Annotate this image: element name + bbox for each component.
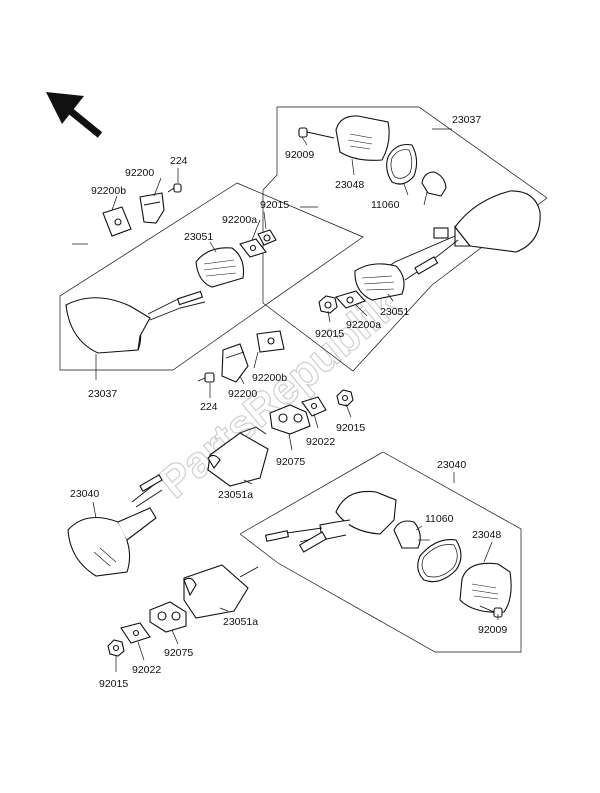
leader-lines [92,128,499,672]
bulb-11060-low [393,520,430,549]
plate-92200a-left [239,238,267,258]
label-92009-top: 92009 [285,149,314,161]
label-23040-right: 23040 [437,459,466,471]
label-92200-top: 92200 [125,167,154,179]
lens-23048-top [335,115,390,161]
bracket-92200-top [139,192,165,224]
label-92022-low: 92022 [132,664,161,676]
nut-92015-mid [336,389,354,407]
socket-23051a-mid [207,426,269,487]
arrow-up-left-icon [46,92,103,138]
plate-92200b-mid [256,330,285,353]
plate-92022-low [120,622,151,644]
nut-92015-top [318,295,338,314]
socket-23051-left [195,247,245,288]
label-92200b-top: 92200b [91,185,126,197]
lens-23048-low [459,562,512,613]
label-11060-top: 11060 [371,199,400,211]
label-23037-top: 23037 [452,114,481,126]
label-23037-left: 23037 [88,388,117,400]
label-92015-top-right: 92015 [315,328,344,340]
bracket-92200-mid [221,343,249,383]
housing-23037-left [65,290,206,354]
label-224-mid: 224 [200,401,218,413]
socket-23051a-low [183,564,259,619]
label-92200a-top-left: 92200a [222,214,257,226]
label-23051a-mid: 23051a [218,489,253,501]
plate-92022-mid [301,396,327,417]
label-23051-top-right: 23051 [380,306,409,318]
housing-23037-top [379,190,541,281]
label-224-top: 224 [170,155,188,167]
watermark: PartsRepublik [150,280,409,508]
grommet-92075-low [149,601,187,633]
plate-92200a-top [335,290,366,309]
label-92015-mid: 92015 [336,422,365,434]
housing-23040-right [264,490,397,553]
screw-224-mid [197,372,215,383]
grommet-92075-mid [269,404,311,435]
label-92075-low: 92075 [164,647,193,659]
label-92015-low: 92015 [99,678,128,690]
label-92022-mid: 92022 [306,436,335,448]
nut-92015-low [107,639,125,657]
plate-92200b-top [102,206,132,237]
label-23048-low: 23048 [472,529,501,541]
label-92075-mid: 92075 [276,456,305,468]
label-92200-mid: 92200 [228,388,257,400]
housing-23040-left [67,474,163,577]
frame-box-bottom-right [239,451,522,653]
label-23051a-low: 23051a [223,616,258,628]
screw-224-top [167,183,182,193]
frame-box-top-left [59,182,364,371]
gasket-low [417,539,462,583]
label-92009-low: 92009 [478,624,507,636]
label-11060-low: 11060 [425,513,454,525]
label-23040-left: 23040 [70,488,99,500]
bulb-11060-top [421,171,447,206]
grommet-92015-left [257,229,277,246]
label-23051-top-left: 23051 [184,231,213,243]
socket-23051-top [354,263,405,301]
label-92200b-mid: 92200b [252,372,287,384]
label-92200a-top-right: 92200a [346,319,381,331]
label-92015-top-left: 92015 [260,199,289,211]
gasket-top [386,143,418,185]
label-23048-top: 23048 [335,179,364,191]
screw-92009-top [298,127,335,139]
